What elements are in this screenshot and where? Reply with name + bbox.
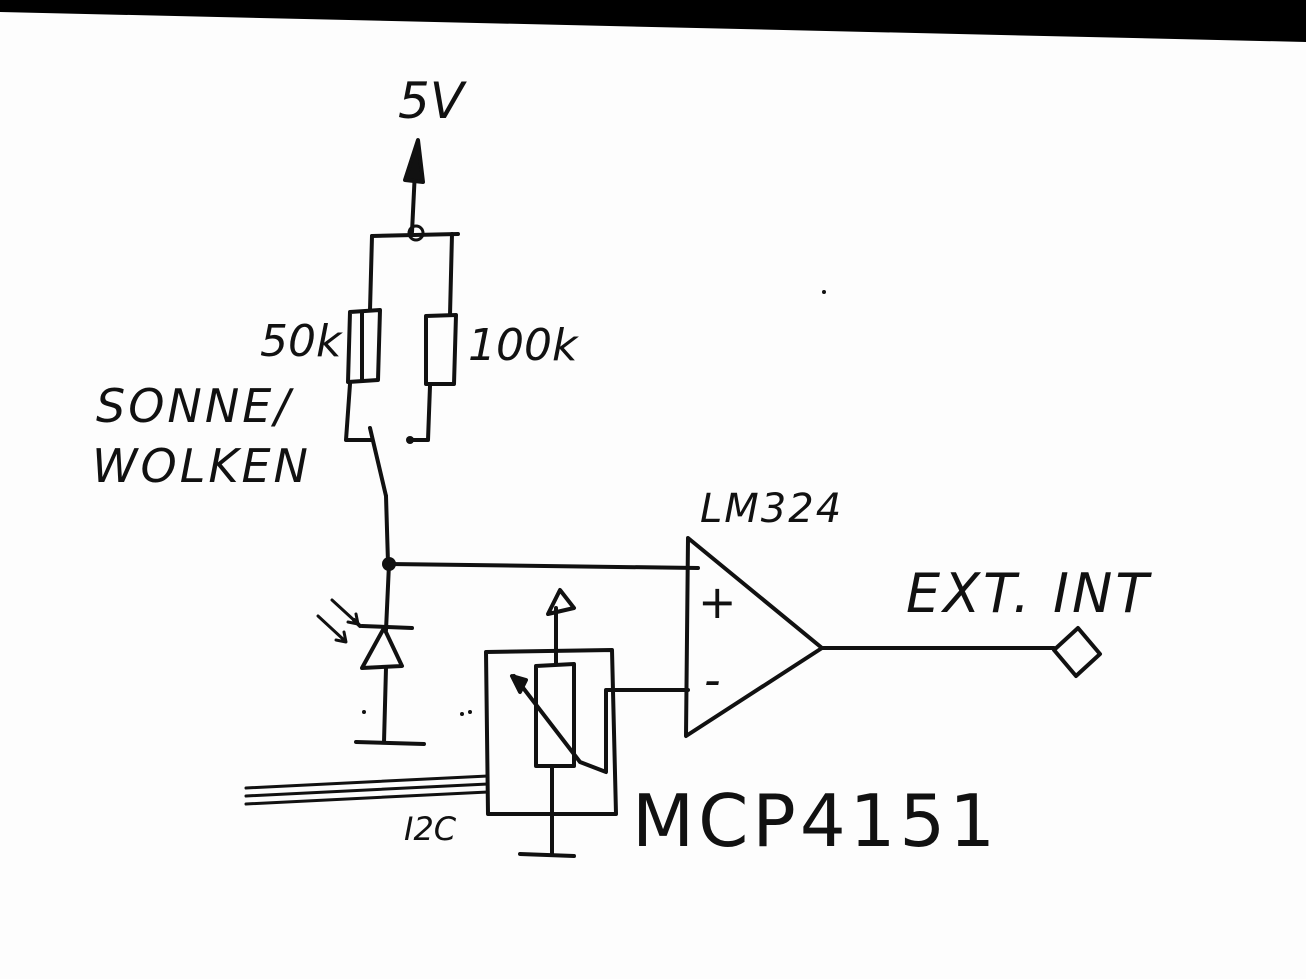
opamp-minus-sign: - — [704, 653, 721, 707]
right-branch-wire — [448, 232, 454, 317]
scan-top-border — [0, 0, 1306, 42]
opamp-label: LM324 — [700, 486, 843, 532]
stray-mark — [468, 710, 472, 714]
plus-input-wire — [387, 562, 700, 570]
opamp-lm324 — [684, 536, 824, 738]
ground-symbol-left — [354, 740, 426, 746]
supply-arrow — [403, 138, 425, 234]
switch-label-line1: SONNE/ — [96, 379, 294, 433]
switch-contact — [406, 436, 414, 444]
stray-mark — [362, 710, 366, 714]
potentiometer-label: MCP4151 — [632, 779, 999, 863]
supply-label: 5V — [398, 72, 468, 130]
switch-blade — [368, 426, 388, 498]
top-rail-wire — [370, 232, 460, 238]
switch-right-leg — [408, 384, 432, 442]
left-branch-wire — [368, 234, 374, 312]
stray-mark — [822, 290, 826, 294]
opamp-plus-sign: + — [698, 575, 737, 629]
switch-left-leg — [344, 382, 374, 442]
stray-mark — [460, 712, 464, 716]
switch-to-node-wire — [384, 494, 390, 565]
resistor-50k-label: 50k — [260, 316, 343, 367]
resistor-100k — [424, 313, 458, 386]
i2c-bus — [244, 774, 490, 806]
photodiode — [316, 562, 414, 744]
potentiometer-mcp4151 — [484, 588, 626, 856]
switch-label-line2: WOLKEN — [92, 439, 311, 493]
ground-symbol-pot — [518, 852, 576, 858]
resistor-50k — [346, 308, 382, 384]
i2c-label: I2C — [404, 810, 457, 848]
resistor-100k-label: 100k — [468, 320, 579, 371]
output-label: EXT. INT — [906, 562, 1152, 625]
output-terminal — [1052, 626, 1102, 678]
